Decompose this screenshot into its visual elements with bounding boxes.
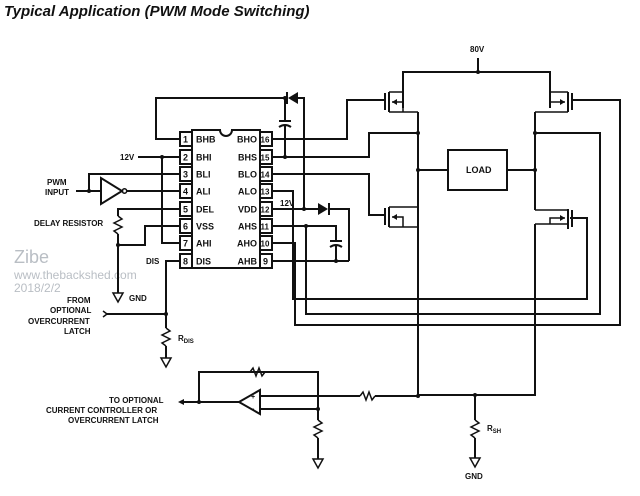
dis-label: DIS — [146, 257, 160, 266]
pin-name: VDD — [238, 205, 258, 215]
ic-pin-14: 14 BLO — [238, 166, 273, 182]
pwm-label-2: INPUT — [45, 188, 69, 197]
from-label-2: OPTIONAL — [50, 306, 91, 315]
ic-pin-11: 11 AHS — [238, 218, 273, 234]
ic-pin-15: 15 BHS — [238, 149, 273, 165]
ic-pin-6: 6 VSS — [179, 218, 214, 234]
pin-number: 5 — [183, 205, 188, 215]
shunt-resistor: RSH GND — [465, 393, 501, 481]
ground-icon — [111, 292, 125, 304]
mosfet-left-high-icon — [384, 72, 418, 113]
rdis-label: RDIS — [178, 334, 194, 345]
gnd-bottom-label: GND — [465, 472, 483, 481]
current-sense-amp: + - TO OPTIONAL CURRENT CONTROLLER OR OV… — [46, 365, 420, 470]
ic-pin-4: 4 ALI — [179, 183, 211, 199]
pin-number: 15 — [261, 154, 270, 163]
pin-name: ALI — [196, 187, 211, 197]
pin-name: AHO — [237, 239, 257, 249]
pin-name: BHI — [196, 153, 212, 163]
pin-number: 3 — [183, 170, 188, 180]
input-circuit: 12V PWM INPUT DELAY RESISTOR GND DIS FRO… — [28, 153, 194, 369]
pin-number: 4 — [183, 187, 188, 197]
pin-number: 8 — [183, 257, 188, 267]
pin-name: DEL — [196, 205, 215, 215]
pin-name: BHO — [237, 135, 257, 145]
pin-number: 16 — [261, 136, 270, 145]
v12-left-label: 12V — [120, 153, 135, 162]
ic-pin-9: 9 AHB — [238, 253, 273, 269]
diode-icon — [288, 92, 298, 104]
ic-pin-1: 1 BHB — [179, 131, 216, 147]
ic-pin-10: 10 AHO — [237, 235, 273, 251]
ground-icon — [159, 357, 173, 369]
ic-pin-8: 8 DIS — [179, 253, 211, 269]
resistor-icon — [160, 327, 172, 347]
from-label-1: FROM — [67, 296, 91, 305]
delay-resistor-label: DELAY RESISTOR — [34, 219, 103, 228]
pin-name: BLI — [196, 170, 211, 180]
diode-icon — [318, 203, 328, 215]
pin-number: 9 — [263, 257, 268, 267]
watermark-name: Zibe — [14, 247, 50, 267]
gnd-left-label: GND — [129, 294, 147, 303]
pin-number: 12 — [261, 206, 270, 215]
ic-pin-2: 2 BHI — [179, 149, 212, 165]
ic-pin-13: 13 ALO — [238, 183, 273, 199]
from-label-4: LATCH — [64, 327, 91, 336]
from-label-3: OVERCURRENT — [28, 317, 90, 326]
ic-pin-5: 5 DEL — [179, 201, 215, 217]
opamp-icon — [236, 388, 261, 416]
pin-number: 2 — [183, 153, 188, 163]
driver-ic: 1 BHB 2 BHI 3 BLI 4 ALI 5 DEL 6 VSS 7 AHI 8 DIS 16 BHO 15… — [179, 129, 273, 269]
h-bridge: LOAD 80V — [384, 45, 573, 396]
resistor-icon — [469, 419, 481, 439]
opamp-minus: - — [252, 406, 255, 413]
to-label-2: CURRENT CONTROLLER OR — [46, 406, 157, 415]
resistor-icon — [359, 389, 376, 403]
ic-pin-16: 16 BHO — [237, 131, 273, 147]
pin-name: AHI — [196, 239, 212, 249]
resistor-icon — [249, 365, 266, 379]
pin-number: 7 — [183, 239, 188, 249]
mosfet-right-low-icon — [535, 209, 573, 229]
pin-number: 6 — [183, 222, 188, 232]
pin-name: VSS — [196, 222, 214, 232]
mosfet-right-high-icon — [535, 72, 573, 113]
mosfet-left-low-icon — [384, 206, 418, 228]
ic-pin-3: 3 BLI — [179, 166, 211, 182]
pin-name: ALO — [238, 187, 257, 197]
pin-name: BLO — [238, 170, 257, 180]
page-title: Typical Application (PWM Mode Switching) — [4, 3, 310, 20]
rsh-label: RSH — [487, 424, 501, 435]
watermark-site: www.thebackshed.com — [14, 268, 137, 282]
arrow-icon — [178, 399, 184, 405]
load-label: LOAD — [466, 165, 492, 175]
pin-name: AHS — [238, 222, 257, 232]
pin-number: 14 — [261, 171, 270, 180]
pwm-label-1: PWM — [47, 178, 67, 187]
pin-number: 10 — [261, 240, 270, 249]
to-label-1: TO OPTIONAL — [109, 396, 164, 405]
to-label-3: OVERCURRENT LATCH — [68, 416, 159, 425]
resistor-icon — [312, 419, 324, 439]
pin-number: 11 — [261, 223, 270, 232]
pin-name: BHS — [238, 153, 257, 163]
pin-name: AHB — [238, 257, 258, 267]
pin-name: BHB — [196, 135, 216, 145]
watermark-date: 2018/2/2 — [14, 281, 61, 295]
supply-80v-label: 80V — [470, 45, 485, 54]
ground-icon — [468, 457, 482, 469]
ic-pin-7: 7 AHI — [179, 235, 212, 251]
pin-name: DIS — [196, 257, 211, 267]
v12-right-label: 12V — [280, 199, 295, 208]
inverter-icon — [100, 176, 124, 206]
resistor-icon — [112, 215, 124, 235]
pin-number: 13 — [261, 188, 270, 197]
pin-number: 1 — [183, 135, 188, 145]
gate-wires — [272, 99, 621, 326]
ground-icon — [311, 458, 325, 470]
opamp-plus: + — [251, 394, 255, 401]
